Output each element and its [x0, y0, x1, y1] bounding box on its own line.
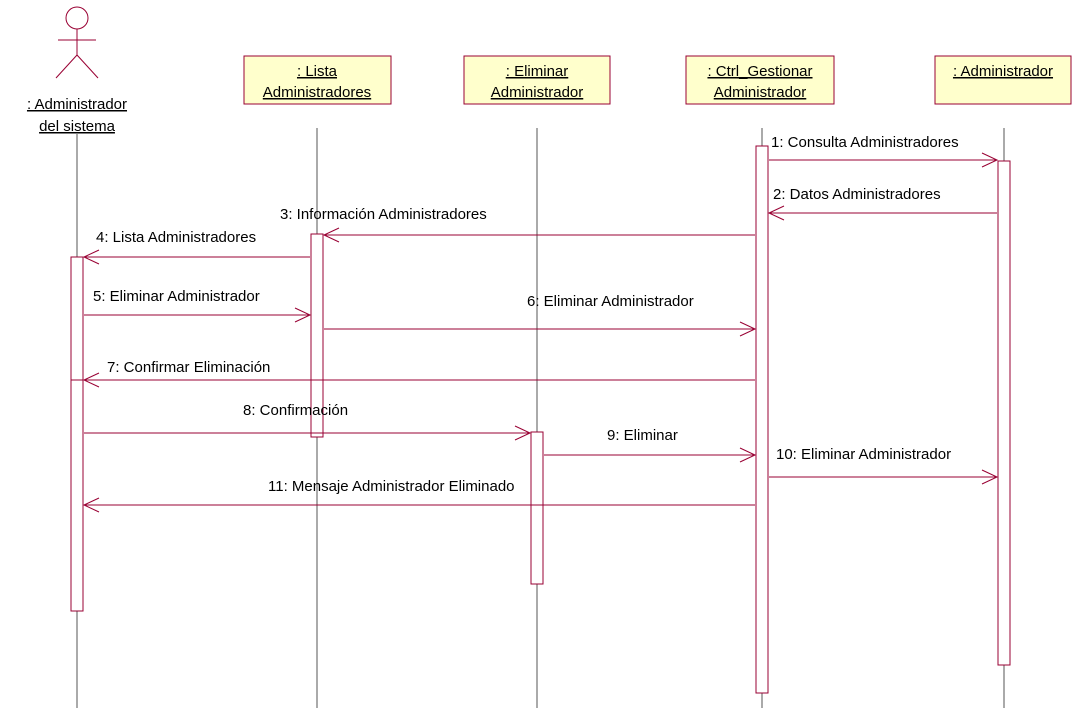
message-8: 8: Confirmación	[84, 402, 532, 441]
object-box	[463, 55, 611, 105]
message-label: 7: Confirmar Eliminación	[107, 359, 270, 376]
arrowhead-icon	[981, 469, 999, 485]
arrowhead-icon	[322, 227, 340, 243]
message-10: 10: Eliminar Administrador	[769, 446, 999, 485]
activation-eliminar-administrador	[530, 431, 544, 585]
object-administrador: : Administrador	[934, 55, 1072, 105]
actor-administrador-del-sistema: : Administrador del sistema	[27, 6, 127, 135]
arrowhead-icon	[82, 372, 100, 388]
message-label: 9: Eliminar	[607, 427, 678, 444]
activation-lista-administradores	[310, 233, 324, 438]
object-label-line2: Administrador	[491, 84, 584, 101]
message-label: 3: Información Administradores	[280, 206, 487, 223]
object-label-line2: Administradores	[263, 84, 371, 101]
object-label-line2: Administrador	[714, 84, 807, 101]
message-label: 11: Mensaje Administrador Eliminado	[268, 478, 515, 495]
object-lista-administradores: : Lista Administradores	[243, 55, 392, 105]
message-3: 3: Información Administradores	[280, 206, 755, 243]
object-box	[243, 55, 392, 105]
message-label: 5: Eliminar Administrador	[93, 288, 260, 305]
activation-ctrl-gestionar	[755, 145, 769, 694]
activation-administrador	[997, 160, 1011, 666]
message-label: 2: Datos Administradores	[773, 186, 941, 203]
actor-right-leg	[76, 54, 99, 79]
actor-name-line1: : Administrador	[27, 96, 127, 113]
message-7: 7: Confirmar Eliminación	[82, 359, 755, 388]
object-eliminar-administrador: : Eliminar Administrador	[463, 55, 611, 105]
activation-actor	[70, 256, 84, 612]
arrowhead-icon	[514, 425, 532, 441]
message-label: 8: Confirmación	[243, 402, 348, 419]
message-2: 2: Datos Administradores	[767, 186, 997, 221]
object-label-line1: : Lista	[297, 63, 338, 80]
arrowhead-icon	[981, 152, 999, 168]
arrowhead-icon	[739, 447, 757, 463]
arrowhead-icon	[82, 497, 100, 513]
message-4: 4: Lista Administradores	[82, 229, 310, 265]
arrowhead-icon	[767, 205, 785, 221]
object-label-line1: : Ctrl_Gestionar	[707, 63, 812, 80]
arrowhead-icon	[294, 307, 312, 323]
actor-left-leg	[55, 54, 78, 79]
message-label: 10: Eliminar Administrador	[776, 446, 951, 463]
actor-name-line2: del sistema	[39, 118, 116, 135]
object-box	[685, 55, 835, 105]
arrowhead-icon	[739, 321, 757, 337]
object-ctrl-gestionar-administrador: : Ctrl_Gestionar Administrador	[685, 55, 835, 105]
message-9: 9: Eliminar	[544, 427, 757, 463]
message-label: 6: Eliminar Administrador	[527, 293, 694, 310]
message-11: 11: Mensaje Administrador Eliminado	[82, 478, 755, 513]
arrowhead-icon	[82, 249, 100, 265]
object-label-line1: : Eliminar	[506, 63, 569, 80]
object-label-line1: : Administrador	[953, 63, 1053, 80]
actor-head	[65, 6, 89, 30]
message-1: 1: Consulta Administradores	[769, 134, 999, 168]
message-label: 1: Consulta Administradores	[771, 134, 959, 151]
message-label: 4: Lista Administradores	[96, 229, 256, 246]
message-5: 5: Eliminar Administrador	[84, 288, 312, 323]
object-box	[934, 55, 1072, 105]
message-6: 6: Eliminar Administrador	[324, 293, 757, 337]
